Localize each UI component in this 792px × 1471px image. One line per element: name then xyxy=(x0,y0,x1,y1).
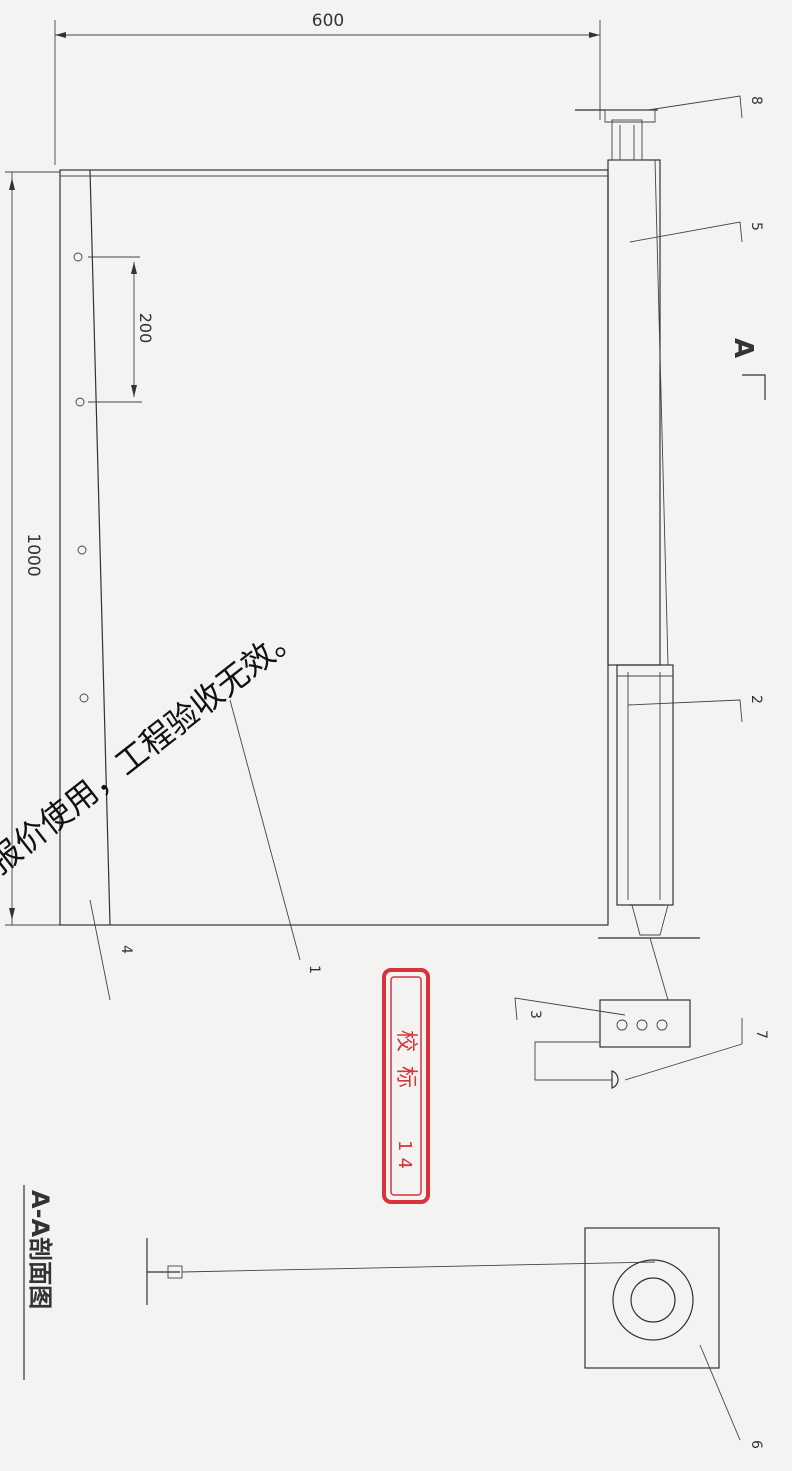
part-labels: 1 2 3 4 5 6 7 8 xyxy=(118,96,769,1449)
main-panel xyxy=(59,169,609,926)
inspection-stamp: 校标 14 xyxy=(382,968,430,1204)
height-dimension: 1000 xyxy=(5,171,60,926)
width-dimension: 600 xyxy=(54,11,601,165)
width-dimension-label: 600 xyxy=(312,11,344,31)
spacing-dimension: 200 xyxy=(88,256,155,403)
part-label-7: 7 xyxy=(753,1030,769,1039)
section-marker: A xyxy=(728,338,766,400)
stamp-number: 14 xyxy=(394,1140,415,1175)
leader-lines xyxy=(89,95,743,1021)
part-label-5: 5 xyxy=(748,222,764,231)
spacing-dimension-label: 200 xyxy=(136,313,155,344)
stamp-text: 校标 xyxy=(393,1030,418,1102)
part-label-3: 3 xyxy=(527,1010,543,1019)
control-box xyxy=(534,999,743,1089)
mounting-holes xyxy=(73,252,89,703)
height-dimension-label: 1000 xyxy=(23,533,43,576)
part-label-8: 8 xyxy=(748,96,764,105)
side-assembly xyxy=(575,109,700,1001)
section-title-text: A-A剖面图 xyxy=(26,1190,54,1309)
part-label-2: 2 xyxy=(748,695,764,704)
part-label-6: 6 xyxy=(748,1440,764,1449)
watermark-text: 报价使用，工程验收无效。 xyxy=(0,615,308,881)
section-view xyxy=(146,1227,741,1441)
part-label-4: 4 xyxy=(118,945,134,954)
part-label-1: 1 xyxy=(306,965,322,974)
section-marker-label: A xyxy=(728,338,758,358)
section-title: A-A剖面图 xyxy=(23,1185,54,1380)
